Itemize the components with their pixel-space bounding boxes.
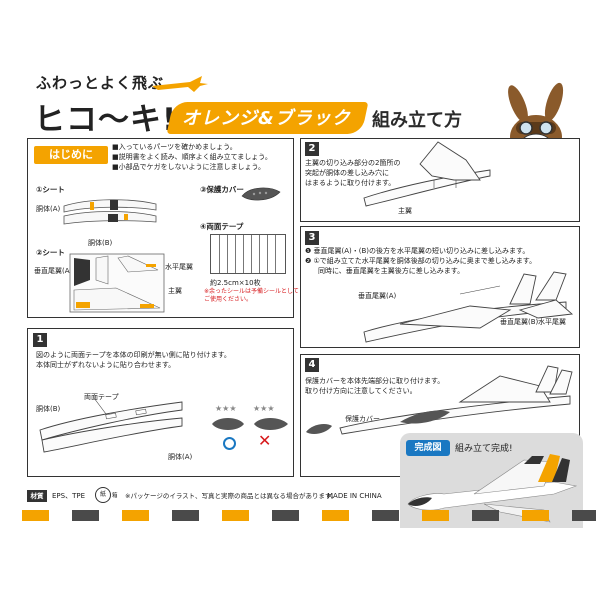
step1-panel bbox=[27, 328, 294, 477]
footer-stripe bbox=[72, 510, 99, 521]
step2-line-2: 突起が胴体の差し込み穴に bbox=[305, 169, 389, 177]
spare-note-2: ご使用ください。 bbox=[204, 296, 253, 303]
wrong-cross-icon: ✕ bbox=[258, 431, 272, 450]
step3-line-3: 同時に、垂直尾翼を主翼後方に差し込みます。 bbox=[318, 267, 465, 275]
made-in-label: MADE IN CHINA bbox=[327, 492, 382, 500]
intro-line-2: ■説明書をよく読み、順序よく組み立てましょう。 bbox=[112, 153, 272, 161]
footer-stripe bbox=[172, 510, 199, 521]
tape-size-label: 約2.5cm×10枚 bbox=[210, 279, 261, 287]
footer-stripe bbox=[322, 510, 349, 521]
step4-line-1: 保護カバーを本体先端部分に取り付けます。 bbox=[305, 377, 445, 385]
intro-line-3: ■小部品でケガをしないように注意しましょう。 bbox=[112, 163, 266, 171]
footer-stripe bbox=[472, 510, 499, 521]
ng-stars-icon: ★★★ bbox=[253, 404, 275, 413]
tape-sheet bbox=[210, 234, 286, 274]
sheet2-horizontal-label: 水平尾翼 bbox=[165, 263, 193, 271]
jet-icon bbox=[152, 76, 208, 92]
step2-line-3: はまるように取り付けます。 bbox=[305, 179, 396, 187]
completed-plane-illustration bbox=[407, 454, 578, 523]
sheet1-illustration bbox=[63, 199, 157, 225]
correct-circle-icon bbox=[223, 437, 236, 450]
cover-label: ③保護カバー bbox=[200, 185, 244, 194]
completed-tag: 完成図 bbox=[406, 440, 450, 456]
step4-line-2: 取り付け方向に注意してください。 bbox=[305, 387, 417, 395]
step2-line-1: 主翼の切り込み部分の2箇所の bbox=[305, 159, 401, 167]
product-name: ヒコ〜キ! bbox=[34, 102, 178, 138]
step1-line-1: 図のように両面テープを本体の印刷が無い側に貼り付けます。 bbox=[36, 351, 231, 359]
step1-body-b-label: 胴体(B) bbox=[36, 405, 61, 413]
sheet2-label: ②シート bbox=[36, 248, 65, 257]
intro-line-1: ■入っているパーツを確かめましょう。 bbox=[112, 143, 237, 151]
step3-line-2: ❷ ①で組み立てた水平尾翼を胴体後部の切り込みに奥まで差し込みます。 bbox=[305, 257, 537, 265]
completed-text: 組み立て完成! bbox=[455, 444, 513, 454]
step1-line-2: 本体同士がずれないように貼り合わせます。 bbox=[36, 361, 176, 369]
step2-number: 2 bbox=[305, 142, 319, 156]
step3-tail-illustration bbox=[363, 271, 574, 343]
assembly-title: 組み立て方 bbox=[372, 110, 462, 131]
material-value: EPS、TPE bbox=[52, 492, 86, 500]
step3-vert-b-label: 垂直尾翼(B) bbox=[500, 318, 539, 326]
step3-horizontal-label: 水平尾翼 bbox=[538, 318, 566, 326]
intro-tag: はじめに bbox=[34, 146, 108, 164]
sheet2-main-wing-label: 主翼 bbox=[168, 287, 182, 295]
tape-label: ④両面テープ bbox=[200, 222, 244, 231]
variant-label: オレンジ&ブラック bbox=[182, 108, 351, 129]
material-label: 材質 bbox=[27, 490, 47, 502]
step1-number: 1 bbox=[33, 333, 47, 347]
paper-mark-sub: 箱 bbox=[112, 493, 118, 499]
cover-part-icon bbox=[241, 187, 281, 201]
step3-vert-a-label: 垂直尾翼(A) bbox=[358, 292, 397, 300]
footer-stripe bbox=[122, 510, 149, 521]
step1-body-a-label: 胴体(A) bbox=[168, 453, 193, 461]
footer-stripe bbox=[422, 510, 449, 521]
sheet2-vert-a-label: 垂直尾翼(A) bbox=[34, 267, 73, 275]
cover-orientation-illustration bbox=[212, 418, 288, 430]
paper-mark-text: 紙 bbox=[99, 491, 106, 498]
step4-number: 4 bbox=[305, 358, 319, 372]
sheet1-label: ①シート bbox=[36, 185, 65, 194]
step3-line-1: ❶ 垂直尾翼(A)・(B)の後方を水平尾翼の短い切り込みに差し込みます。 bbox=[305, 247, 530, 255]
footer-stripe bbox=[572, 510, 596, 521]
step4-cover-label: 保護カバー bbox=[345, 415, 380, 423]
package-note: ※パッケージのイラスト、写真と実際の商品とは異なる場合があります。 bbox=[125, 492, 338, 500]
step2-main-wing-label: 主翼 bbox=[398, 207, 412, 215]
ok-stars-icon: ★★★ bbox=[215, 404, 237, 413]
sheet1-body-a-label: 胴体(A) bbox=[36, 205, 61, 213]
step4-nose-cover-illustration bbox=[306, 365, 573, 435]
footer-stripe bbox=[22, 510, 49, 521]
paper-recycle-icon: 紙 bbox=[95, 487, 111, 503]
spare-note-1: ※余ったシールは予備シールとして bbox=[204, 288, 299, 295]
step2-wing-illustration bbox=[363, 141, 491, 207]
sheet2-illustration bbox=[69, 253, 165, 313]
sheet1-body-b-label: 胴体(B) bbox=[88, 239, 113, 247]
footer-stripe bbox=[522, 510, 549, 521]
step1-fuselage-illustration bbox=[39, 397, 183, 453]
brand-tagline: ふわっとよく飛ぶ bbox=[36, 74, 165, 92]
footer-stripe bbox=[272, 510, 299, 521]
footer-stripe bbox=[222, 510, 249, 521]
footer-stripe bbox=[372, 510, 399, 521]
step3-number: 3 bbox=[305, 231, 319, 245]
step1-tape-label: 両面テープ bbox=[84, 393, 119, 401]
